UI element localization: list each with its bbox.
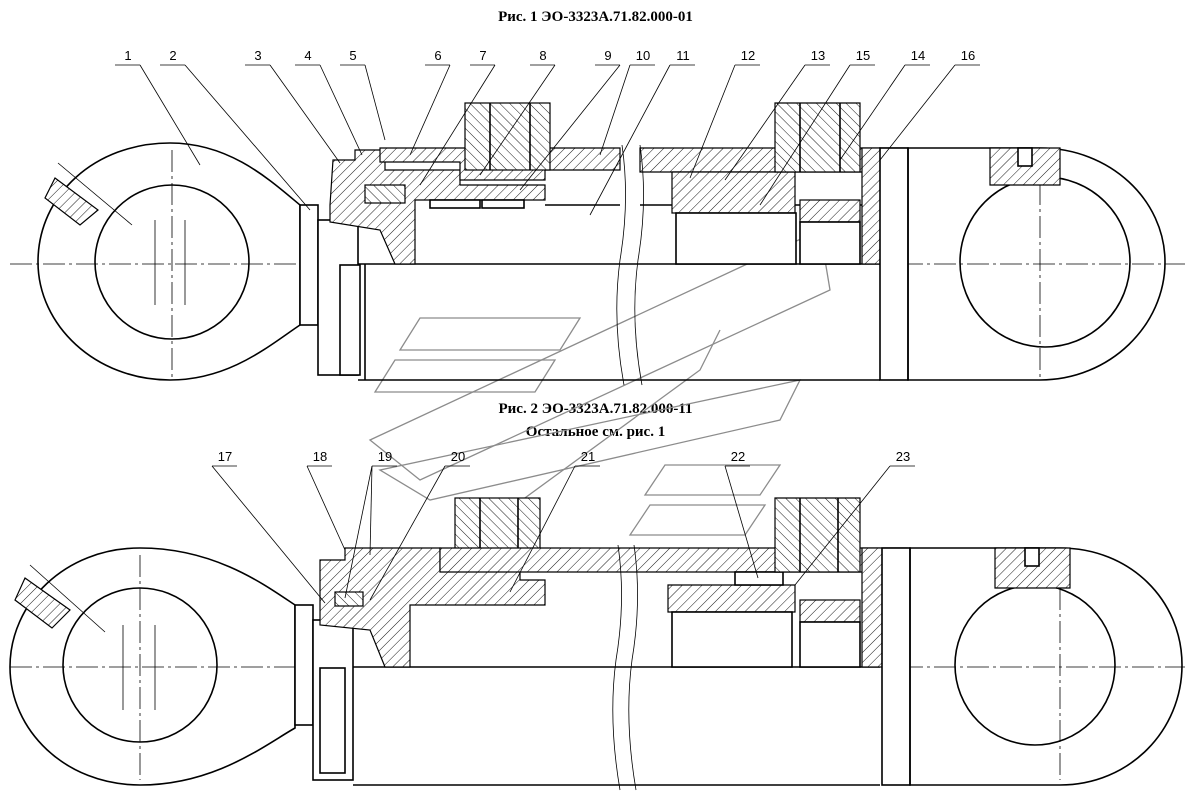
callout-23: 23 — [896, 449, 910, 464]
callout-11: 11 — [676, 48, 690, 63]
callout-20: 20 — [451, 449, 465, 464]
callout-9: 9 — [604, 48, 611, 63]
callout-13: 13 — [811, 48, 825, 63]
callout-12: 12 — [741, 48, 755, 63]
callout-21: 21 — [581, 449, 595, 464]
figure2 — [9, 497, 1185, 791]
watermark-logo — [368, 229, 831, 561]
callout-1: 1 — [124, 48, 131, 63]
figure1-caption: Рис. 1 ЭО-3323А.71.82.000-01 — [498, 9, 693, 25]
callout-7: 7 — [479, 48, 486, 63]
callout-2: 2 — [169, 48, 176, 63]
figure1 — [10, 102, 1185, 386]
figure2-note: Остальное см. рис. 1 — [525, 424, 666, 440]
figure1-callouts: 1 2 3 4 5 6 7 8 9 10 11 12 13 15 14 16 — [115, 48, 980, 216]
callout-10: 10 — [636, 48, 650, 63]
callout-3: 3 — [254, 48, 261, 63]
callout-15: 15 — [856, 48, 870, 63]
callout-8: 8 — [539, 48, 546, 63]
callout-19: 19 — [378, 449, 392, 464]
callout-14: 14 — [911, 48, 925, 63]
callout-16: 16 — [961, 48, 975, 63]
callout-4: 4 — [304, 48, 311, 63]
callout-5: 5 — [349, 48, 356, 63]
callout-22: 22 — [731, 449, 745, 464]
callout-18: 18 — [313, 449, 327, 464]
callout-6: 6 — [434, 48, 441, 63]
callout-17: 17 — [218, 449, 232, 464]
figure2-callouts: 17 18 19 20 21 22 23 — [211, 449, 915, 604]
